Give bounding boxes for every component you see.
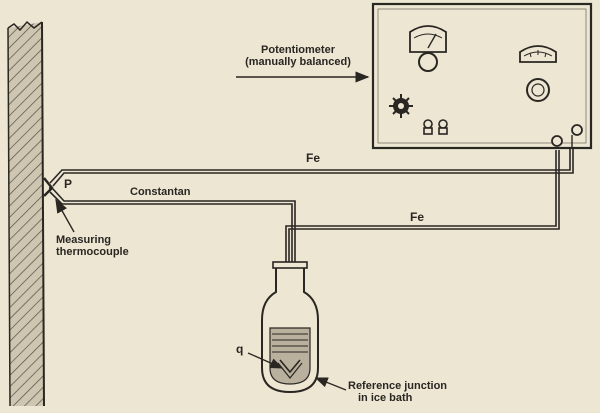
- constantan-label: Constantan: [130, 186, 191, 198]
- point-p-label: P: [64, 177, 73, 191]
- meter-left-icon: [409, 25, 447, 72]
- fe-lower-label: Fe: [410, 210, 425, 224]
- binding-post-icon: [423, 119, 448, 135]
- reference-arrow: [314, 377, 347, 391]
- measuring-label-line1: Measuring: [56, 234, 112, 246]
- measuring-arrow: [55, 198, 75, 233]
- measuring-thermocouple-label: Measuring thermocouple: [56, 234, 129, 258]
- selector-switch-icon: [389, 94, 413, 118]
- terminal-icons: [551, 124, 583, 148]
- fe-wire-lower: [285, 150, 560, 326]
- reference-junction-label: Reference junction in ice bath: [348, 380, 447, 404]
- reference-label-line1: Reference junction: [348, 380, 448, 392]
- ice-bath-flask-icon: [261, 261, 319, 394]
- fe-wire-upper: [49, 148, 574, 187]
- measuring-label-line2: thermocouple: [56, 246, 129, 258]
- meter-right-icon: [519, 45, 557, 63]
- hatched-wall: [7, 20, 45, 407]
- knob-icon: [526, 78, 550, 102]
- potentiometer-label-line1: Potentiometer: [261, 44, 335, 56]
- measuring-junction: [43, 177, 54, 197]
- q-arrow: [247, 352, 284, 369]
- fe-upper-label: Fe: [306, 151, 321, 165]
- point-q-label: q: [236, 342, 244, 356]
- potentiometer-label-line2: (manually balanced): [245, 56, 351, 68]
- potentiometer-label: Potentiometer (manually balanced): [238, 44, 358, 68]
- potentiometer-box: [371, 2, 593, 150]
- reference-label-line2: in ice bath: [358, 392, 413, 404]
